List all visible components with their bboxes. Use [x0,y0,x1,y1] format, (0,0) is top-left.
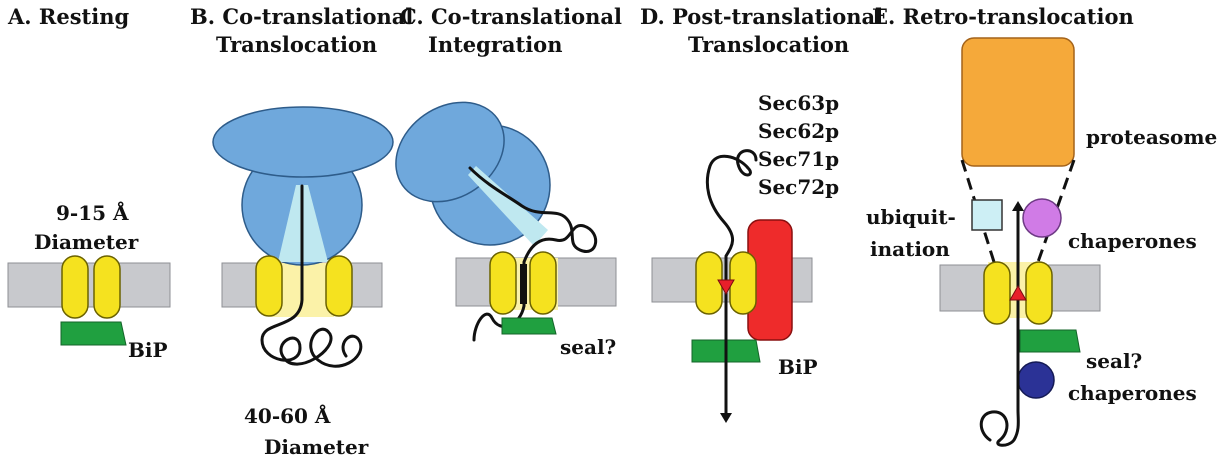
panel-d-post-translational: D. Post-translational Translocation Sec6… [640,4,883,423]
panel-d-title-line2: Translocation [688,32,849,57]
panel-a-diameter-word: Diameter [34,230,139,254]
bip-c-icon [501,317,557,335]
panel-a-diameter-value: 9-15 Å [56,201,129,225]
panel-e-seal-label: seal? [1086,349,1142,373]
ribosome-small-subunit-b-icon [212,106,394,178]
panel-d-sec72: Sec72p [758,175,839,199]
channel-plug-d [717,279,735,296]
panel-b-title-line1: B. Co-translational [190,4,413,29]
panel-e-proteasome-label: proteasome [1086,125,1217,149]
chaperone-top-icon [1022,198,1062,238]
panel-e-ubiq-line1: ubiquit- [866,205,956,229]
ubiquitin-icon [971,199,1003,231]
channel-left-d [695,251,723,315]
panel-b-translocation: B. Co-translational Translocation 40-60 … [190,4,413,459]
channel-left-a [61,255,89,319]
panel-d-sec63: Sec63p [758,91,839,115]
panel-c-integration: C. Co-translational Integration seal? [395,4,622,359]
panel-d-sec71: Sec71p [758,147,839,171]
bip-a-icon [60,321,127,346]
polypeptide-chain-d [705,149,758,423]
seal-protein-e-icon [1019,329,1081,353]
ribosome-tunnel-c [468,166,548,246]
channel-right-a [93,255,121,319]
channel-right-e [1025,261,1053,325]
panel-c-seal-label: seal? [560,335,616,359]
panel-d-sec62: Sec62p [758,119,839,143]
panel-d-bip-label: BiP [778,355,818,379]
panel-e-ubiq-line2: ination [870,237,950,261]
channel-left-e [983,261,1011,325]
panel-a-resting: A. Resting 9-15 Å Diameter BiP [7,4,171,362]
panel-a-bip-label: BiP [128,338,168,362]
membrane-a [7,262,171,308]
panel-e-chaperones-bottom: chaperones [1068,381,1197,405]
panel-a-title: A. Resting [7,4,129,29]
channel-left-b [255,255,283,317]
panel-c-title-line2: Integration [428,32,562,57]
panel-b-diameter-word: Diameter [264,435,369,459]
channel-left-c [489,251,517,315]
panel-e-title: E. Retro-translocation [872,4,1134,29]
polypeptide-chain-b [260,184,363,368]
polypeptide-chain-e [979,201,1024,447]
channel-right-c [529,251,557,315]
channel-right-b [325,255,353,317]
channel-plug-e [1009,284,1027,301]
panel-e-retro-translocation: E. Retro-translocation proteasome ubiqui… [866,4,1217,447]
panel-c-title-line1: C. Co-translational [400,4,622,29]
panel-d-title-line1: D. Post-translational [640,4,883,29]
proteasome-icon [961,37,1075,167]
panel-b-title-line2: Translocation [216,32,377,57]
chaperone-bottom-icon [1017,361,1055,399]
panel-b-diameter-value: 40-60 Å [244,404,331,428]
panel-e-chaperones-top: chaperones [1068,229,1197,253]
channel-right-d [729,251,757,315]
